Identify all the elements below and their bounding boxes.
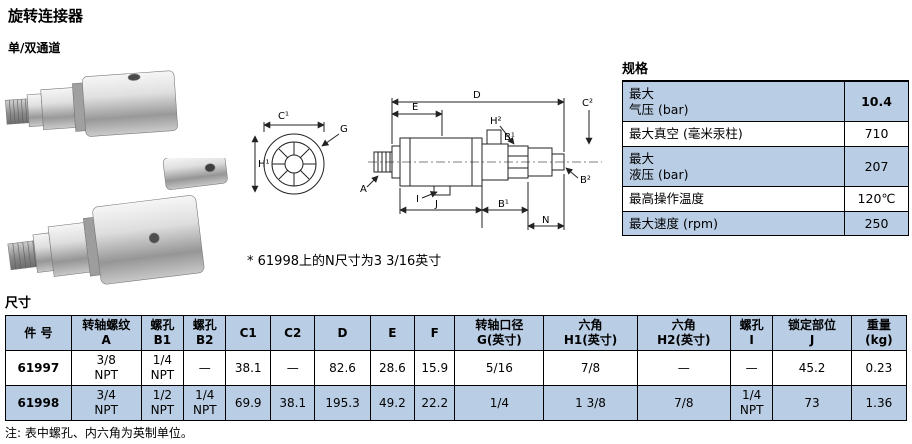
specs-section: 规格 最大 气压 (bar) 10.4 最大真空 (毫米汞柱) 710 最大 液… [622,58,909,237]
specs-title: 规格 [622,62,649,77]
dim-label-a: A [360,184,367,195]
side-view: A D E C² H² B¹ B² I J B¹ N [360,90,602,230]
dim-cell: 82.6 [314,350,371,386]
product-photo-dual [7,158,228,285]
dim-cell: 15.9 [414,350,456,386]
spec-label: 最大速度 (rpm) [622,210,845,237]
dim-label-g: G [340,124,348,135]
dim-cell: — [636,350,731,386]
spec-value: 710 [844,121,909,147]
dimensions-title: 尺寸 [5,296,32,311]
part-number: 61998 [5,385,72,421]
dim-cell: 69.9 [225,385,271,421]
spec-row: 最大 液压 (bar) 207 [622,145,909,188]
page-title: 旋转连接器 [8,7,84,25]
spec-row: 最大速度 (rpm) 250 [622,210,909,237]
dim-header-cell: 件 号 [5,315,72,351]
dim-label-n: N [542,215,549,226]
dim-label-b1-top: B¹ [504,132,515,143]
dim-cell: — [729,350,774,386]
dim-header-cell: 螺孔 I [729,315,774,351]
dim-cell: 1 3/8 [543,385,638,421]
dim-label-j: J [434,199,438,210]
dim-cell: 1/4 NPT [183,385,227,421]
dim-header-cell: 转轴口径 G(英寸) [454,315,545,351]
dim-header-cell: D [314,315,371,351]
dim-label-b1-bottom: B¹ [498,199,509,210]
dim-cell: 38.1 [225,350,271,386]
connector-body-photo [7,158,228,285]
dimensions-section: 尺寸 件 号 转轴螺纹 A 螺孔 B1 螺孔 B2 C1 C2 D E F [5,292,908,421]
units-footnote: 注: 表中螺孔、内六角为英制单位。 [5,426,193,440]
spec-label: 最大 气压 (bar) [622,80,845,123]
spec-label: 最大 液压 (bar) [622,145,845,188]
dim-header-cell: 重量 (kg) [850,315,908,351]
dim-cell: 7/8 [543,350,638,386]
dim-label-c1: C¹ [278,111,289,122]
dim-header-cell: C1 [225,315,271,351]
dim-header-cell: E [369,315,416,351]
dim-header-cell: 六角 H2(英寸) [636,315,731,351]
spec-row: 最大真空 (毫米汞柱) 710 [622,121,909,147]
dim-cell: 73 [772,385,852,421]
dim-cell: 38.1 [269,385,316,421]
dim-cell: 45.2 [772,350,852,386]
spec-value: 250 [844,210,909,237]
dim-label-c2: C² [582,98,593,109]
dim-label-b2: B² [580,175,591,186]
dim-header-cell: F [414,315,456,351]
dim-label-h1: H¹ [258,159,270,170]
dim-cell: 0.23 [850,350,908,386]
front-view: C¹ H¹ G [251,111,348,195]
part-number: 61997 [5,350,72,386]
spec-row: 最高操作温度 120℃ [622,186,909,212]
dim-cell: 5/16 [454,350,545,386]
table-row: 61997 3/8 NPT 1/4 NPT — 38.1 — 82.6 28.6… [5,350,908,386]
dim-header-cell: 螺孔 B1 [140,315,185,351]
dim-label-h2: H² [490,116,502,127]
dim-cell: 3/4 NPT [70,385,142,421]
spec-value: 120℃ [844,186,909,212]
spec-label: 最高操作温度 [622,186,845,212]
dim-cell: 1/4 [454,385,545,421]
dim-header-cell: C2 [269,315,316,351]
dim-cell: 1/2 NPT [140,385,185,421]
dim-cell: 7/8 [636,385,731,421]
dim-header-cell: 锁定部位 J [772,315,852,351]
section-subtitle: 单/双通道 [8,41,61,55]
dim-cell: 1/4 NPT [140,350,185,386]
dim-label-d: D [473,90,481,101]
specs-table: 最大 气压 (bar) 10.4 最大真空 (毫米汞柱) 710 最大 液压 (… [622,80,909,237]
technical-drawing: C¹ H¹ G A D [251,90,602,230]
drawing-note: * 61998上的N尺寸为3 3/16英寸 [247,254,442,269]
dim-header-cell: 转轴螺纹 A [70,315,142,351]
dim-header-row: 件 号 转轴螺纹 A 螺孔 B1 螺孔 B2 C1 C2 D E F 转轴口径 … [5,315,908,351]
dim-label-e: E [412,102,418,113]
spec-value: 10.4 [844,80,909,123]
spec-row: 最大 气压 (bar) 10.4 [622,80,909,123]
spec-label: 最大真空 (毫米汞柱) [622,121,845,147]
table-row: 61998 3/4 NPT 1/2 NPT 1/4 NPT 69.9 38.1 … [5,385,908,421]
dim-cell: — [269,350,316,386]
spec-value: 207 [844,145,909,188]
dim-cell: 1/4 NPT [729,385,774,421]
dim-cell: 28.6 [369,350,416,386]
dim-label-i: I [416,194,419,205]
dim-header-cell: 六角 H1(英寸) [543,315,638,351]
dimensions-table: 件 号 转轴螺纹 A 螺孔 B1 螺孔 B2 C1 C2 D E F 转轴口径 … [5,315,908,421]
dim-header-cell: 螺孔 B2 [183,315,227,351]
product-photo-single [5,70,178,137]
dim-cell: 49.2 [369,385,416,421]
dim-cell: 3/8 NPT [70,350,142,386]
dim-cell: — [183,350,227,386]
connector-body-photo [5,70,178,137]
dim-cell: 195.3 [314,385,371,421]
dim-cell: 22.2 [414,385,456,421]
dim-cell: 1.36 [850,385,908,421]
